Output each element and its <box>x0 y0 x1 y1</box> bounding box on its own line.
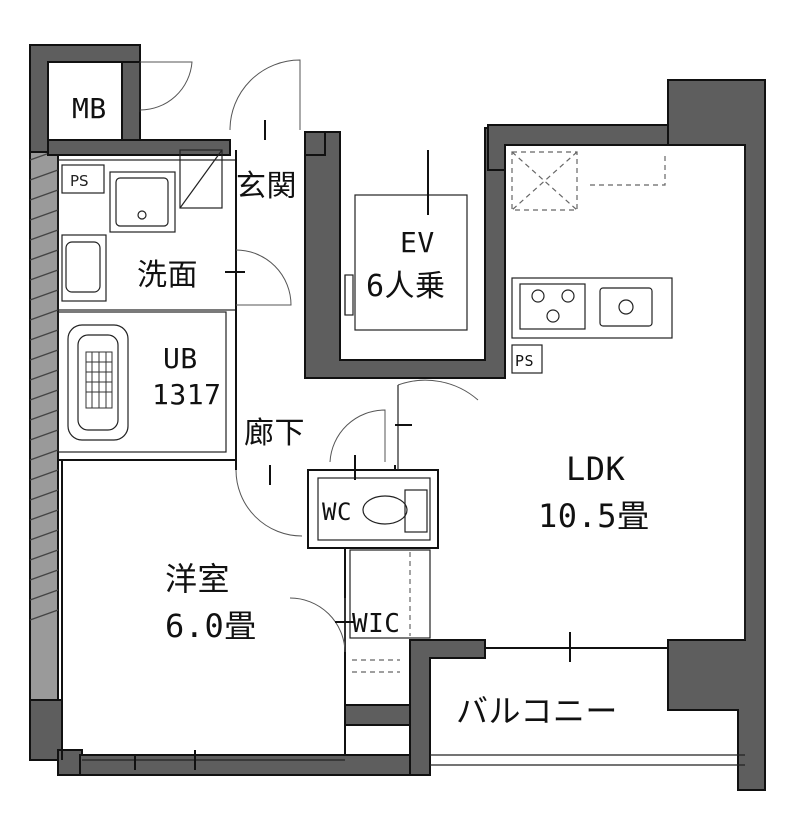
door-swings <box>139 59 479 653</box>
label-mb: MB <box>72 92 107 125</box>
fixtures <box>61 149 673 533</box>
label-washroom: 洗面 <box>137 258 198 293</box>
label-ev-capacity: 6人乗 <box>366 269 446 304</box>
label-ub-title: UB <box>163 342 198 375</box>
label-hallway: 廊下 <box>244 416 305 451</box>
interior-walls <box>57 150 746 770</box>
label-ev-title: EV <box>400 226 435 259</box>
label-ps-top: PS <box>70 172 89 190</box>
label-entrance: 玄関 <box>236 169 297 204</box>
label-western-title: 洋室 <box>165 560 230 598</box>
label-ub-size: 1317 <box>152 378 221 411</box>
left-exterior-wall <box>29 149 59 761</box>
room-labels: MB PS 玄関 EV 6人乗 洗面 UB 1317 廊下 PS WC LDK … <box>70 92 650 730</box>
label-balcony: バルコニー <box>456 692 618 730</box>
label-western-size: 6.0畳 <box>165 607 257 645</box>
label-ldk-size: 10.5畳 <box>538 497 650 535</box>
label-ldk-title: LDK <box>566 450 626 488</box>
label-ps-kitchen: PS <box>515 352 534 370</box>
label-wic: WIC <box>352 609 400 639</box>
bath-drain-grid <box>85 351 113 409</box>
outer-walls <box>29 44 766 791</box>
label-wc: WC <box>322 498 352 526</box>
